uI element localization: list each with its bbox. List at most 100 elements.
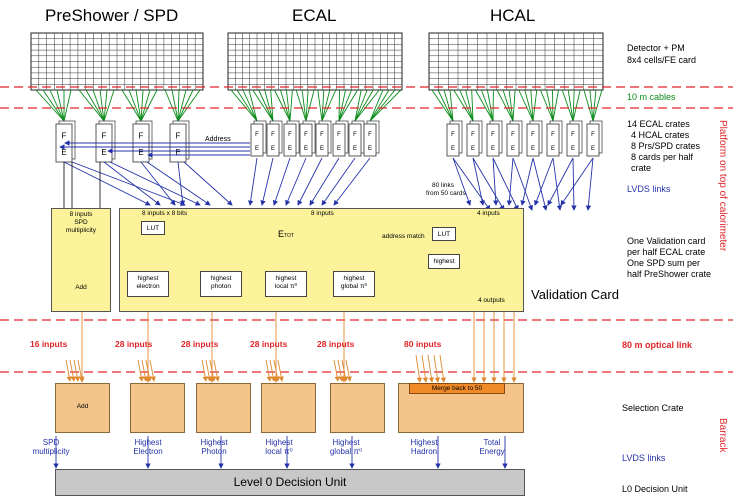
optical-link: [269, 359, 276, 382]
svg-text:F: F: [271, 132, 275, 138]
hcal-fe-card: FE: [506, 120, 523, 157]
lut-label-2: LUT: [437, 231, 451, 238]
hcal-fe-card: FE: [586, 120, 603, 157]
lvds-arrow: [146, 161, 211, 206]
ecal-lvds-arrow: [272, 157, 291, 206]
highest-hadron-box: highest: [428, 254, 460, 269]
svg-text:E: E: [271, 146, 275, 152]
hcal-lvds-arrow: [472, 157, 505, 211]
lvds-arrow: [183, 161, 233, 206]
crates-label-2: 4 HCAL crates: [631, 130, 690, 140]
ecal-fe-card: FE: [363, 120, 380, 157]
ecal-lvds-arrow: [333, 157, 371, 206]
optical-spd: [73, 359, 80, 382]
lut-box-1: LUT: [141, 221, 165, 235]
hcal-lvds-arrow: [452, 157, 491, 211]
svg-text:F: F: [139, 131, 144, 140]
hcal-lvds-arrow: [472, 157, 485, 206]
outputs4-label: 4 outputs: [478, 297, 505, 304]
ecal-cable: [369, 89, 402, 122]
optical-link: [273, 359, 280, 382]
links80-label-2: from 50 cards: [426, 190, 466, 197]
ecal-cable: [273, 89, 293, 122]
one-vc-label-2: per half ECAL crate: [627, 247, 706, 257]
svg-text:E: E: [175, 148, 180, 157]
hcal-lvds-arrow: [492, 157, 519, 211]
svg-text:E: E: [591, 146, 595, 152]
l0du-box-label: Level 0 Decision Unit: [233, 475, 347, 489]
svg-text:E: E: [531, 146, 535, 152]
hcal-fe-card: FE: [486, 120, 503, 157]
preshower-cable: [164, 89, 201, 122]
spd-inputs-label-3: multiplicity: [66, 227, 96, 234]
preshower-fe-card: FE: [55, 120, 76, 163]
platform-label: Platform on top of calorimeter: [717, 120, 728, 252]
inputs-bits-label: 8 inputs x 8 bits: [142, 210, 188, 217]
svg-text:F: F: [551, 132, 555, 138]
spd-inputs-label-2: SPD: [74, 219, 88, 226]
hcal-lvds-arrow: [452, 157, 472, 206]
svg-text:E: E: [61, 148, 66, 157]
hcal-fe-card: FE: [526, 120, 543, 157]
hcal-lvds-arrow: [585, 157, 594, 211]
hcal-lvds-arrow: [506, 157, 514, 206]
selection-local-pi0-box: [261, 383, 316, 433]
ecal-cable: [354, 89, 380, 122]
svg-text:E: E: [288, 146, 292, 152]
ecal-fe-card: FE: [250, 120, 267, 157]
ecal-lvds-arrow: [321, 157, 356, 206]
one-vc-label-3: One SPD sum per: [627, 258, 701, 268]
hcal-lvds-arrow: [532, 157, 548, 211]
svg-text:E: E: [353, 146, 357, 152]
ecal-grid: [227, 32, 403, 91]
svg-text:E: E: [571, 146, 575, 152]
optical-spd: [65, 359, 72, 382]
ecal-fe-card: FE: [266, 120, 283, 157]
hcal-cable: [518, 89, 538, 122]
svg-text:E: E: [320, 146, 324, 152]
optical-link: [345, 359, 352, 382]
preshower-cable: [35, 89, 72, 122]
spd-inputs-label-1: 8 inputs: [69, 211, 93, 218]
preshower-cable: [78, 89, 115, 122]
svg-text:F: F: [337, 132, 341, 138]
spd-sum-card: [51, 208, 111, 312]
hcal-fe-card: FE: [546, 120, 563, 157]
hcal-cable: [561, 89, 581, 122]
hcal-lvds-arrow: [520, 157, 534, 206]
hcal-fe-card: FE: [466, 120, 483, 157]
svg-text:F: F: [491, 132, 495, 138]
optical-link: [341, 359, 348, 382]
lvds-arrow: [140, 161, 176, 206]
preshower-fe-card: FE: [95, 120, 116, 163]
ecal-cable: [295, 89, 315, 122]
optical-link: [209, 359, 216, 382]
etot-label: ETOT: [278, 229, 294, 239]
optical-inputs-5: 28 inputs: [317, 339, 355, 349]
hcal-lvds-arrow: [534, 157, 554, 206]
detector-pm-label: Detector + PM: [627, 43, 685, 53]
svg-text:F: F: [255, 132, 259, 138]
svg-text:E: E: [101, 148, 106, 157]
optical-link: [137, 359, 144, 382]
svg-text:E: E: [451, 146, 455, 152]
svg-text:F: F: [62, 131, 67, 140]
hcal-fe-card: FE: [446, 120, 463, 157]
svg-text:F: F: [511, 132, 515, 138]
hcal-cable: [453, 89, 474, 122]
svg-text:F: F: [288, 132, 292, 138]
svg-text:E: E: [255, 146, 259, 152]
ecal-cable: [338, 89, 358, 122]
ecal-cable: [317, 89, 337, 122]
ecal-fe-card: FE: [299, 120, 316, 157]
ecal-lvds-arrow: [309, 157, 340, 206]
l0du-box: Level 0 Decision Unit: [55, 469, 525, 496]
selection-crate-label: Selection Crate: [622, 403, 684, 413]
